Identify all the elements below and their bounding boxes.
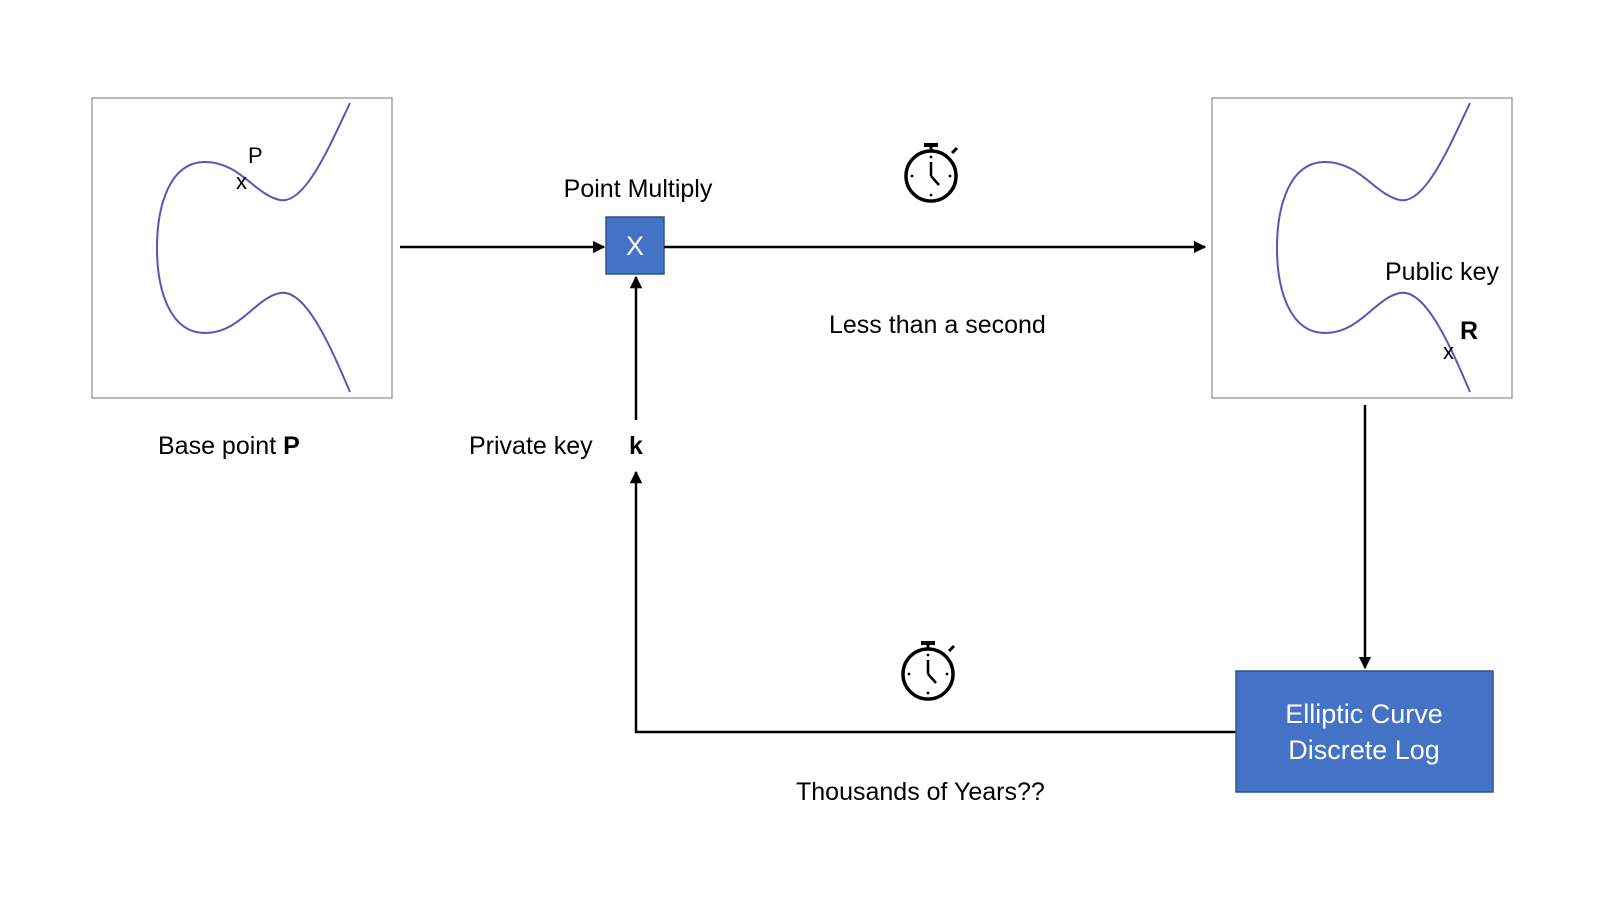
base-elliptic-curve-lower (156, 247, 351, 393)
discrete-log-line1: Elliptic Curve (1285, 699, 1443, 729)
public-point-letter: R (1460, 317, 1478, 345)
point-multiply-title: Point Multiply (564, 175, 713, 203)
base-elliptic-curve-upper (156, 102, 351, 249)
public-elliptic-curve-upper (1276, 102, 1471, 249)
base-point-caption-text: Base point (158, 432, 283, 460)
discrete-log-line2: Discrete Log (1288, 735, 1440, 765)
public-curve-frame (1211, 97, 1513, 399)
private-key-label: Private key (469, 432, 593, 460)
base-point-marker: x (236, 169, 247, 194)
discrete-log-box (1235, 670, 1494, 793)
base-point-caption-bold: P (283, 432, 300, 460)
base-point-letter: P (248, 143, 263, 168)
point-multiply-box (605, 216, 665, 275)
public-elliptic-curve-lower (1276, 247, 1471, 393)
private-key-symbol: k (629, 432, 643, 460)
backward-time-caption: Thousands of Years?? (796, 778, 1045, 806)
forward-time-caption: Less than a second (829, 311, 1046, 339)
arrow-dlog-to-privkey (629, 470, 1236, 734)
public-point-marker: x (1443, 339, 1454, 364)
stopwatch-icon (904, 143, 959, 203)
public-key-panel: Public key x R (1211, 97, 1513, 399)
base-point-panel: x P Base point P (91, 97, 393, 460)
base-point-caption: Base point P (158, 432, 300, 460)
point-multiply-symbol: X (626, 231, 644, 261)
stopwatch-icon (901, 641, 956, 701)
public-key-label: Public key (1385, 258, 1499, 286)
base-curve-frame (91, 97, 393, 399)
